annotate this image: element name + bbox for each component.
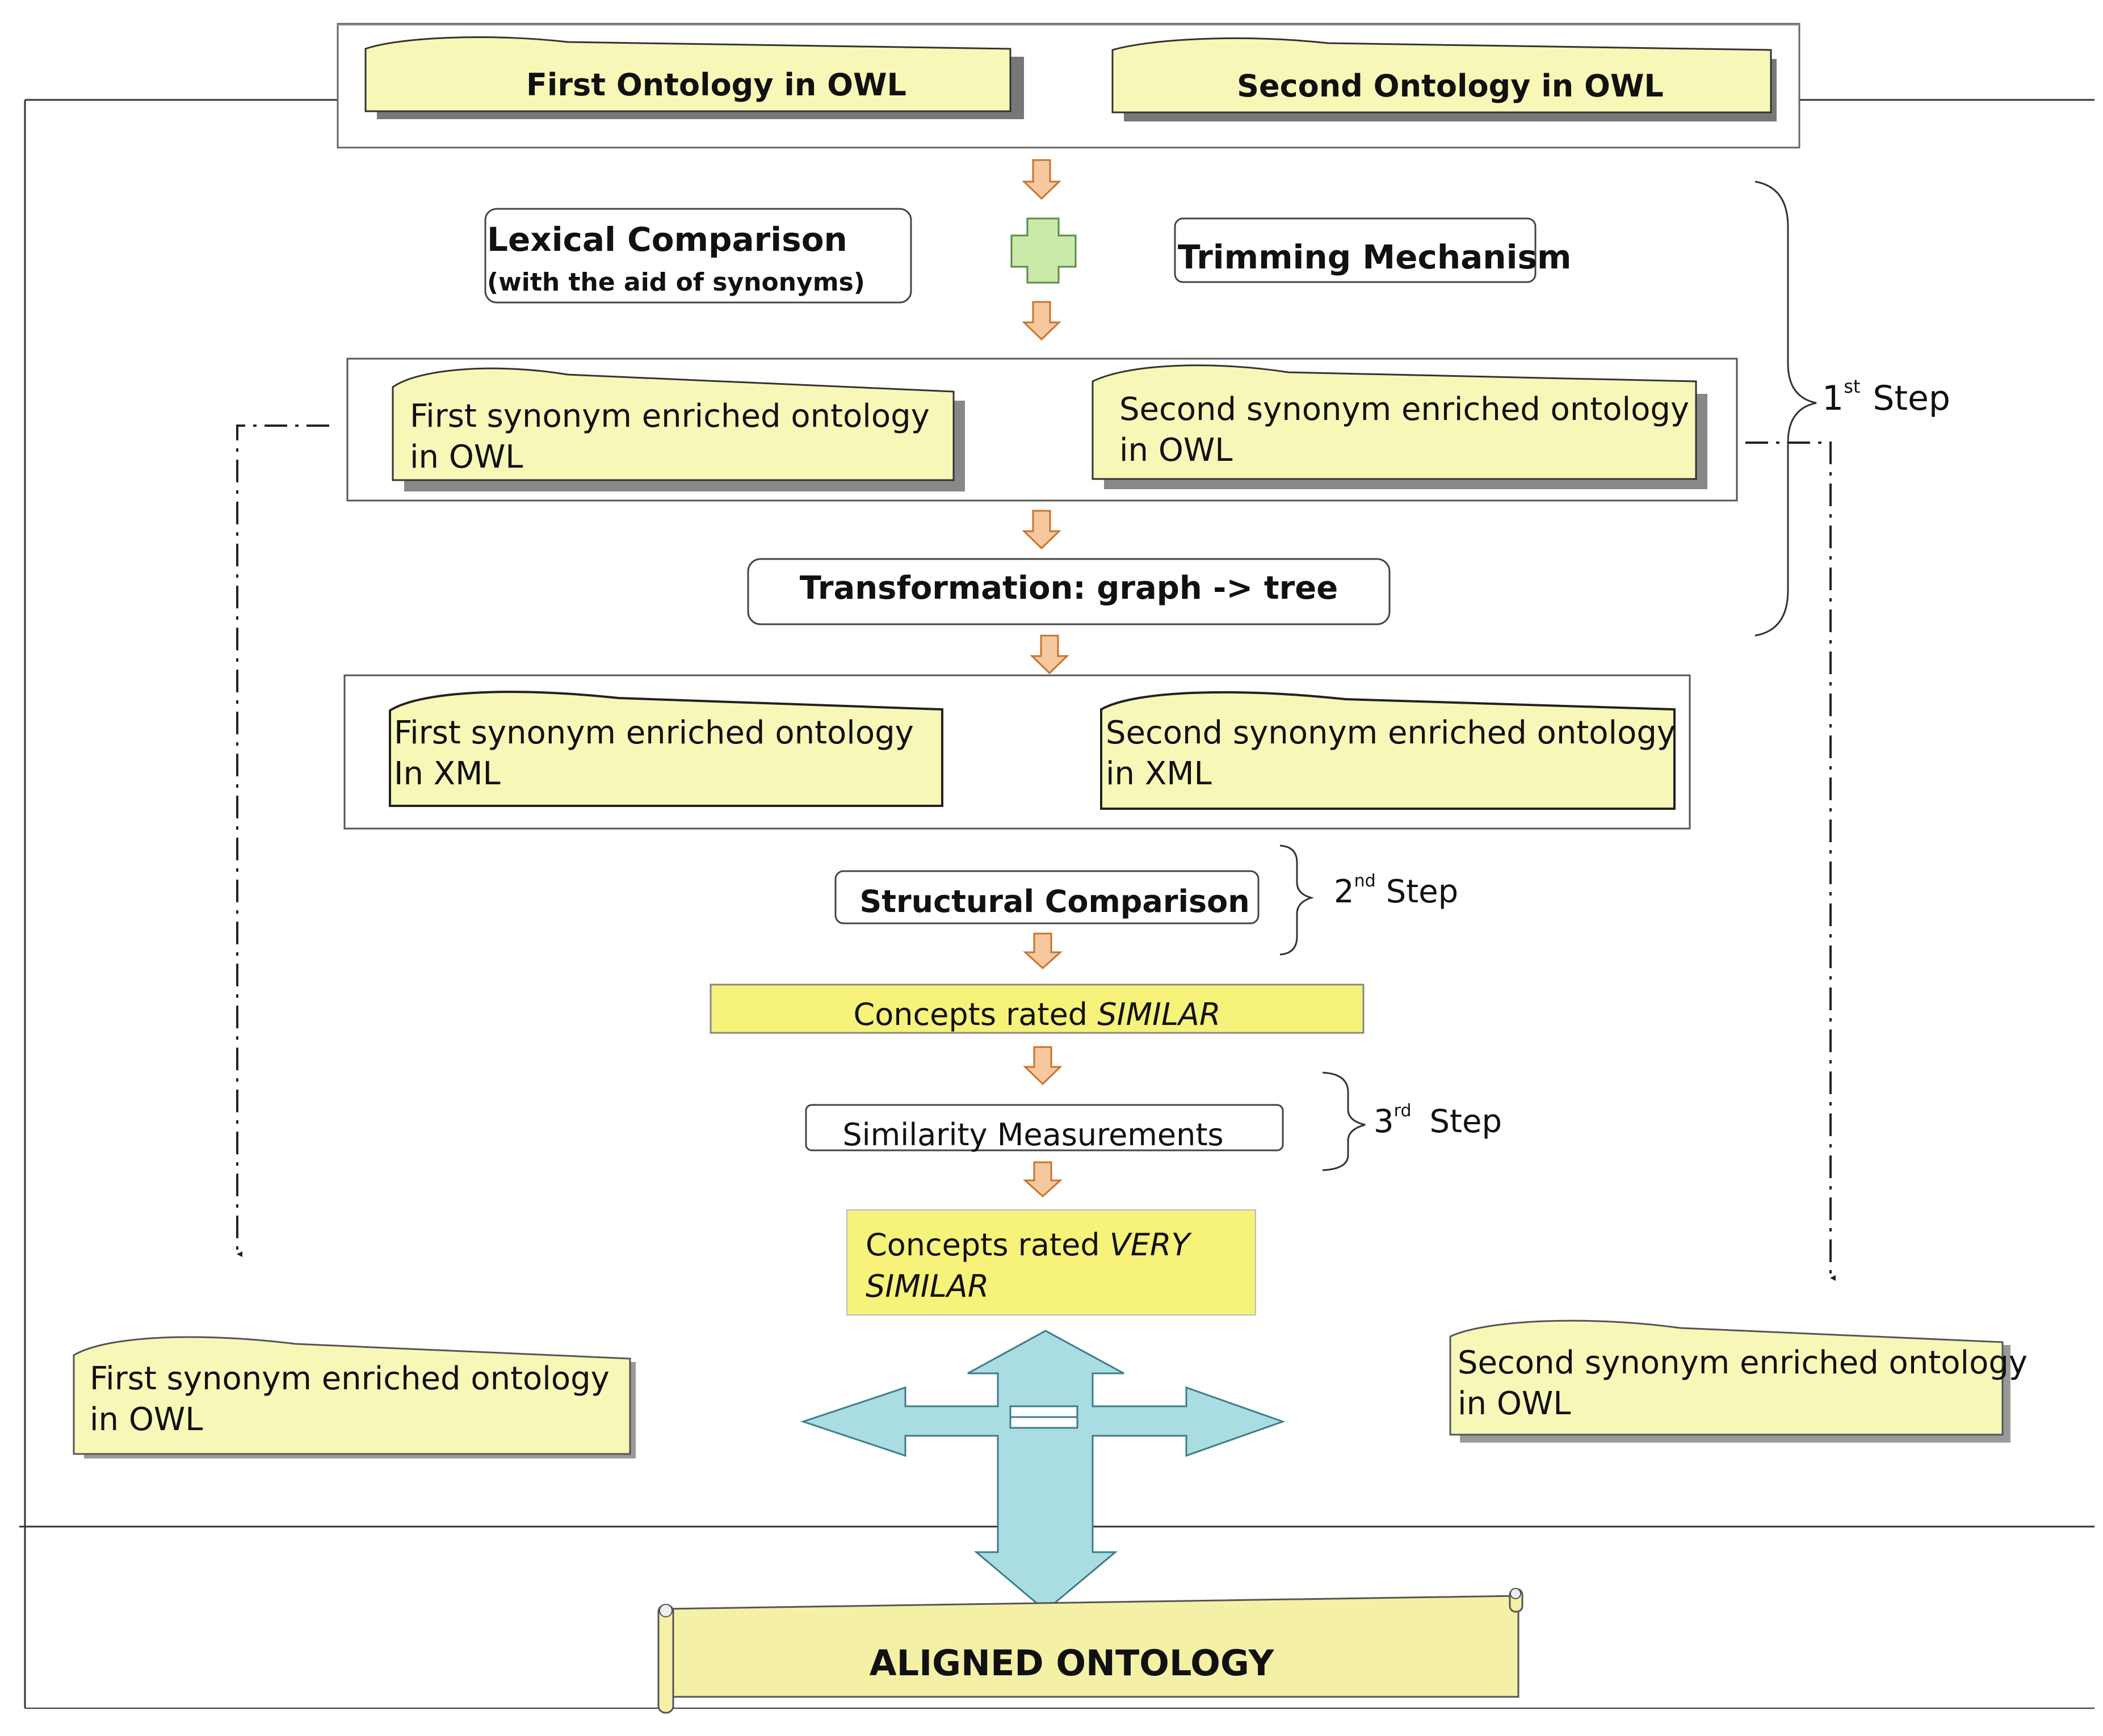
second-xml-line2: in XML xyxy=(1106,755,1212,792)
transformation-label: Transformation: graph -> tree xyxy=(800,570,1338,607)
lexical-comparison-title: Lexical Comparison xyxy=(487,220,847,259)
step3-label: 3rd Step xyxy=(1374,1101,1502,1140)
bottom-second-enriched-note: Second synonym enriched ontology in OWL xyxy=(1449,1319,2028,1443)
step3-number: 3 xyxy=(1374,1103,1394,1140)
second-xml-line1: Second synonym enriched ontology xyxy=(1106,714,1676,751)
merge-arrow-icon xyxy=(800,1330,1286,1612)
step2-number: 2 xyxy=(1334,873,1354,910)
down-arrow-icon xyxy=(1022,159,1061,200)
step3-superscript: rd xyxy=(1394,1101,1412,1121)
first-enriched-owl-note: First synonym enriched ontology in OWL xyxy=(392,367,965,491)
step1-label: 1st Step xyxy=(1822,376,1950,418)
step1-brace xyxy=(1754,180,1817,637)
first-xml-note: First synonym enriched ontology In XML xyxy=(389,691,943,807)
bottom-first-line1: First synonym enriched ontology xyxy=(90,1360,610,1397)
left-dashdot-connector xyxy=(236,424,329,1257)
similarity-measurements-box: Similarity Measurements xyxy=(805,1104,1284,1153)
right-dashdot-connector xyxy=(1745,442,1836,1281)
step3-brace xyxy=(1322,1071,1366,1171)
structural-comparison-box: Structural Comparison xyxy=(834,870,1260,924)
bottom-first-line2: in OWL xyxy=(90,1401,203,1438)
down-arrow-icon xyxy=(1022,510,1061,550)
down-arrow-icon xyxy=(1023,932,1063,970)
step1-number: 1 xyxy=(1822,379,1844,418)
trimming-mechanism-label: Trimming Mechanism xyxy=(1178,238,1571,276)
first-enriched-owl-line1: First synonym enriched ontology xyxy=(410,398,930,435)
second-enriched-owl-note: Second synonym enriched ontology in OWL xyxy=(1092,364,1707,489)
bottom-second-line1: Second synonym enriched ontology xyxy=(1458,1344,2028,1381)
bottom-second-line2: in OWL xyxy=(1458,1385,1571,1422)
aligned-ontology-label: ALIGNED ONTOLOGY xyxy=(870,1642,1275,1684)
lexical-comparison-subtitle: (with the aid of synonyms) xyxy=(487,268,865,297)
down-arrow-icon xyxy=(1023,1161,1063,1198)
down-arrow-icon xyxy=(1022,301,1061,341)
step2-label: 2nd Step xyxy=(1334,871,1458,910)
similarity-measurements-label: Similarity Measurements xyxy=(842,1117,1223,1153)
step2-superscript: nd xyxy=(1354,871,1376,891)
first-xml-line2: In XML xyxy=(394,755,501,792)
concepts-similar-emph: SIMILAR xyxy=(1097,997,1220,1032)
step3-word: Step xyxy=(1430,1103,1502,1140)
second-enriched-owl-line2: in OWL xyxy=(1119,432,1233,469)
aligned-ontology-scroll: ALIGNED ONTOLOGY xyxy=(657,1588,1523,1714)
step1-superscript: st xyxy=(1844,376,1860,397)
first-enriched-owl-line2: in OWL xyxy=(410,439,523,476)
second-enriched-owl-line1: Second synonym enriched ontology xyxy=(1119,391,1689,428)
second-ontology-note: Second Ontology in OWL xyxy=(1111,37,1777,121)
bottom-first-enriched-note: First synonym enriched ontology in OWL xyxy=(73,1336,636,1458)
transformation-box: Transformation: graph -> tree xyxy=(747,558,1391,625)
down-arrow-icon xyxy=(1023,1046,1063,1086)
down-arrow-icon xyxy=(1030,634,1069,675)
second-xml-note: Second synonym enriched ontology in XML xyxy=(1100,691,1676,810)
concepts-very-similar-emph1: VERY xyxy=(1110,1227,1193,1263)
first-ontology-note: First Ontology in OWL xyxy=(364,36,1024,119)
first-ontology-label: First Ontology in OWL xyxy=(526,67,906,103)
concepts-very-similar-line2: SIMILAR xyxy=(866,1268,989,1304)
concepts-similar-label: Concepts rated SIMILAR xyxy=(853,997,1220,1032)
second-ontology-label: Second Ontology in OWL xyxy=(1237,68,1664,104)
concepts-very-similar-line1: Concepts rated VERY xyxy=(866,1227,1192,1263)
concepts-very-similar-box: Concepts rated VERY SIMILAR xyxy=(846,1209,1256,1315)
concepts-similar-box: Concepts rated SIMILAR xyxy=(710,983,1365,1034)
structural-comparison-label: Structural Comparison xyxy=(859,884,1249,919)
lexical-comparison-box: Lexical Comparison (with the aid of syno… xyxy=(484,208,912,304)
trimming-mechanism-box: Trimming Mechanism xyxy=(1174,217,1571,283)
step1-word: Step xyxy=(1873,379,1950,418)
concepts-similar-prefix: Concepts rated xyxy=(853,997,1097,1032)
step2-word: Step xyxy=(1386,873,1459,910)
first-xml-line1: First synonym enriched ontology xyxy=(394,714,914,751)
concepts-very-similar-prefix: Concepts rated xyxy=(866,1227,1110,1263)
plus-icon xyxy=(1010,217,1077,284)
step2-brace xyxy=(1279,844,1315,956)
